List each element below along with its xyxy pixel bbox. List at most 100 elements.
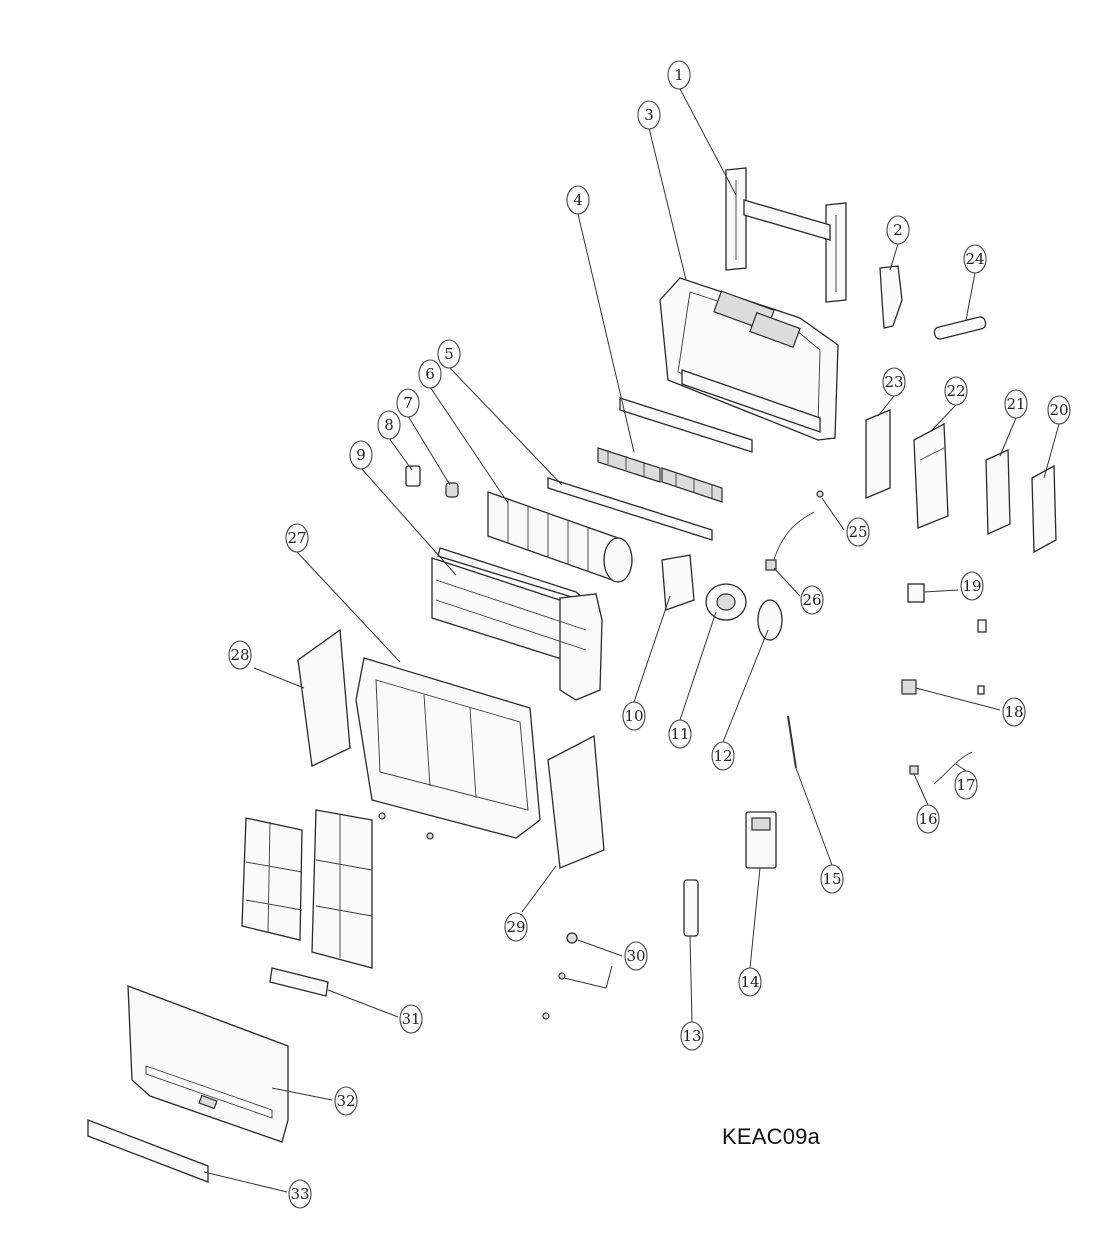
callout-number: 2	[893, 221, 903, 239]
callout-8: 8	[377, 410, 401, 440]
callout-28: 28	[228, 640, 252, 670]
callout-number: 9	[356, 446, 366, 464]
callout-26: 26	[800, 585, 824, 615]
part-24-sensor	[933, 316, 987, 340]
callout-number: 5	[444, 345, 454, 363]
callout-9: 9	[349, 440, 373, 470]
callout-29: 29	[504, 912, 528, 942]
callout-21: 21	[1004, 389, 1028, 419]
part-29-right-panel	[547, 734, 605, 869]
callout-23: 23	[882, 367, 906, 397]
part-1-mounting-plate	[725, 167, 847, 303]
callout-number: 1	[674, 66, 684, 84]
callout-layer: 1234567891011121314151617181920212223242…	[228, 60, 1071, 1209]
callout-13: 13	[680, 1021, 704, 1051]
callout-6: 6	[418, 359, 442, 389]
callout-number: 31	[401, 1010, 420, 1028]
callout-number: 7	[403, 394, 413, 412]
callout-number: 24	[965, 250, 984, 268]
callout-number: 3	[644, 106, 654, 124]
callout-number: 12	[713, 747, 732, 765]
callout-1: 1	[667, 60, 691, 90]
callout-32: 32	[334, 1086, 358, 1116]
callout-4: 4	[566, 185, 590, 215]
part-30-screws	[542, 932, 578, 1020]
callout-5: 5	[437, 339, 461, 369]
callout-number: 17	[956, 776, 975, 794]
part-27-front-frame	[355, 657, 541, 840]
callout-12: 12	[711, 741, 735, 771]
callout-number: 32	[336, 1092, 355, 1110]
part-17-cable	[933, 751, 973, 785]
callout-33: 33	[288, 1179, 312, 1209]
callout-25: 25	[846, 517, 870, 547]
callout-number: 14	[740, 973, 759, 991]
callout-number: 11	[670, 725, 689, 743]
part-22-control-box	[913, 422, 949, 529]
part-18-connector	[901, 619, 987, 695]
callout-number: 18	[1004, 703, 1023, 721]
part-31-display-board	[269, 967, 329, 997]
part-8-bearing-holder	[405, 465, 421, 487]
callout-number: 23	[884, 373, 903, 391]
callout-number: 6	[425, 365, 435, 383]
callout-number: 21	[1006, 395, 1025, 413]
callout-24: 24	[963, 244, 987, 274]
callout-30: 30	[624, 941, 648, 971]
callout-number: 8	[384, 416, 394, 434]
part-13-remote-control	[683, 879, 699, 937]
callout-number: 15	[822, 870, 841, 888]
part-4-louvres	[597, 397, 753, 503]
part-32-front-panel	[127, 985, 289, 1143]
part-20-cover-plate	[1031, 464, 1057, 554]
callout-number: 26	[802, 591, 821, 609]
part-6-crossflow-fan	[487, 491, 633, 583]
part-15-rod	[787, 715, 797, 769]
callout-2: 2	[886, 215, 910, 245]
callout-number: 4	[573, 191, 583, 209]
callout-22: 22	[944, 376, 968, 406]
callout-20: 20	[1047, 395, 1071, 425]
callout-number: 30	[626, 947, 645, 965]
callout-17: 17	[954, 770, 978, 800]
callout-7: 7	[396, 388, 420, 418]
part-10-motor-cover	[661, 554, 695, 611]
part-5-rail	[547, 477, 713, 541]
callout-16: 16	[916, 804, 940, 834]
callout-14: 14	[738, 967, 762, 997]
part-12-motor-clamp	[757, 599, 783, 641]
part-11-fan-motor	[705, 583, 747, 621]
callout-31: 31	[399, 1004, 423, 1034]
part-28-left-panel	[297, 628, 351, 767]
leader-lines	[203, 86, 1060, 1193]
callout-15: 15	[820, 864, 844, 894]
diagram-identifier: KEAC09a	[722, 1124, 821, 1149]
part-26-wire	[765, 511, 815, 571]
callout-number: 13	[682, 1027, 701, 1045]
callout-number: 19	[962, 577, 981, 595]
part-23-box-cover	[865, 409, 891, 499]
callout-10: 10	[622, 701, 646, 731]
callout-number: 33	[290, 1185, 309, 1203]
callout-3: 3	[637, 100, 661, 130]
callout-number: 20	[1049, 401, 1068, 419]
part-21-pcb	[985, 449, 1011, 535]
part-7-bearing	[445, 482, 459, 498]
callout-number: 10	[624, 707, 643, 725]
part-14-wired-controller	[745, 811, 777, 869]
part-2-bracket	[879, 265, 903, 329]
air-filters	[241, 809, 373, 969]
part-25-screw	[816, 490, 824, 498]
callout-number: 22	[946, 382, 965, 400]
callout-number: 27	[287, 529, 306, 547]
callout-27: 27	[285, 523, 309, 553]
callout-number: 29	[506, 918, 525, 936]
part-33-lower-strip	[87, 1119, 209, 1183]
part-3-rear-chassis	[659, 277, 839, 441]
callout-number: 28	[230, 646, 249, 664]
callout-number: 25	[848, 523, 867, 541]
callout-18: 18	[1002, 697, 1026, 727]
part-19-terminal	[907, 583, 925, 603]
callout-11: 11	[668, 719, 692, 749]
